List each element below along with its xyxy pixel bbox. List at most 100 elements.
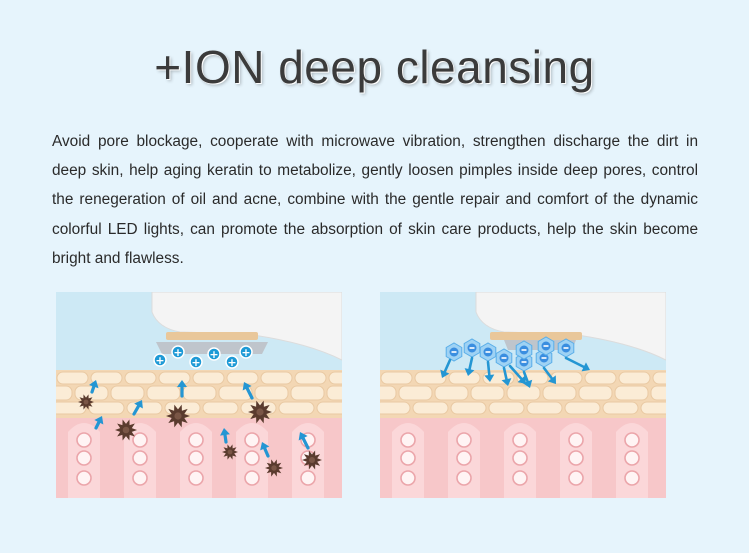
skin-cell xyxy=(448,371,481,385)
skin-cell xyxy=(278,401,315,415)
cell-nucleus xyxy=(188,432,204,448)
skin-cell xyxy=(88,401,125,415)
cell-nucleus xyxy=(456,470,472,486)
cell-nucleus xyxy=(624,432,640,448)
arrow-shaft xyxy=(468,356,474,371)
skin-cell xyxy=(614,385,649,401)
arrow-shaft xyxy=(508,364,523,381)
arrow-shaft xyxy=(486,360,491,377)
negative-ion-illustration xyxy=(380,292,666,498)
skin-cell xyxy=(450,401,487,415)
arrow-head xyxy=(517,375,526,384)
ion-sign xyxy=(521,349,527,351)
arrow-shaft xyxy=(223,433,228,444)
cell-nucleus xyxy=(456,450,472,466)
positive-ion-icon xyxy=(225,355,239,369)
ion-sign: + xyxy=(241,346,250,359)
dirt-core xyxy=(271,465,277,471)
arrow-head xyxy=(581,362,590,372)
arrow-head xyxy=(440,369,450,378)
ion-sign: + xyxy=(227,356,236,369)
skin-cell xyxy=(380,385,397,401)
skin-cell xyxy=(618,371,651,385)
arrow-shaft xyxy=(245,386,254,400)
cell-nucleus xyxy=(76,432,92,448)
ion-sign xyxy=(563,347,569,349)
cell-nucleus xyxy=(624,470,640,486)
skin-cell xyxy=(182,385,217,401)
arrow-head xyxy=(522,379,533,388)
skin-cell xyxy=(158,371,191,385)
positive-ion-icon xyxy=(207,347,221,361)
arrow-shaft xyxy=(263,446,270,458)
positive-ion-icon xyxy=(239,345,253,359)
skin-cell xyxy=(326,385,342,401)
cell-nucleus xyxy=(76,470,92,486)
arrow-shaft xyxy=(443,358,452,373)
skin-cell xyxy=(380,401,411,415)
cell-nucleus xyxy=(568,432,584,448)
ion-sign xyxy=(521,361,527,363)
cell-nucleus xyxy=(568,450,584,466)
cell-nucleus xyxy=(188,450,204,466)
skin-cell xyxy=(412,401,449,415)
skin-cell xyxy=(124,371,157,385)
arrow-head xyxy=(501,378,512,386)
ion-sign xyxy=(469,347,475,349)
skin-cell xyxy=(90,371,123,385)
cell-nucleus xyxy=(624,450,640,466)
arrow-head xyxy=(94,416,104,425)
arrow-shaft xyxy=(564,356,586,369)
arrow-shaft xyxy=(90,385,96,394)
ion-sign xyxy=(451,351,457,353)
arrow-shaft xyxy=(522,370,529,383)
description-paragraph: Avoid pore blockage, cooperate with micr… xyxy=(52,133,698,267)
dirt-core xyxy=(309,457,315,463)
skin-cell xyxy=(126,401,163,415)
cell-nucleus xyxy=(400,450,416,466)
cell-nucleus xyxy=(188,470,204,486)
skin-cell xyxy=(202,401,239,415)
skin-cell xyxy=(488,401,525,415)
positive-ion-icon xyxy=(189,355,203,369)
skin-cell xyxy=(564,401,601,415)
skin-cell xyxy=(434,385,469,401)
positive-ion-icon xyxy=(153,353,167,367)
cell-nucleus xyxy=(512,432,528,448)
ion-sign xyxy=(543,345,549,347)
skin-cell xyxy=(398,385,433,401)
skin-cell xyxy=(56,371,89,385)
cell-nucleus xyxy=(400,432,416,448)
ion-sign xyxy=(501,357,507,359)
cell-nucleus xyxy=(456,432,472,448)
dirt-core xyxy=(122,426,130,434)
arrow-head xyxy=(220,428,230,436)
skin-cell xyxy=(542,385,577,401)
arrow-head xyxy=(242,382,252,391)
cell-nucleus xyxy=(400,470,416,486)
skin-cell xyxy=(584,371,617,385)
skin-cell xyxy=(260,371,293,385)
skin-cell xyxy=(578,385,613,401)
cell-nucleus xyxy=(512,450,528,466)
skin-cell xyxy=(328,371,342,385)
arrow-head xyxy=(89,380,99,389)
page-title: +ION deep cleansing xyxy=(154,41,595,93)
device-tip xyxy=(490,332,582,340)
dirt-core xyxy=(256,408,264,416)
skin-cell xyxy=(192,371,225,385)
skin-cell xyxy=(146,385,181,401)
skin-cell xyxy=(316,401,342,415)
ion-sign xyxy=(485,351,491,353)
dirt-core xyxy=(83,399,89,405)
device-tip xyxy=(166,332,258,340)
skin-cell xyxy=(56,401,87,415)
cell-nucleus xyxy=(512,470,528,486)
skin-cell xyxy=(506,385,541,401)
arrow-head xyxy=(134,400,143,409)
skin-cell xyxy=(110,385,145,401)
positive-ion-diagram: ++++++ xyxy=(56,292,342,498)
arrow-head xyxy=(547,375,556,384)
skin-cell xyxy=(526,401,563,415)
